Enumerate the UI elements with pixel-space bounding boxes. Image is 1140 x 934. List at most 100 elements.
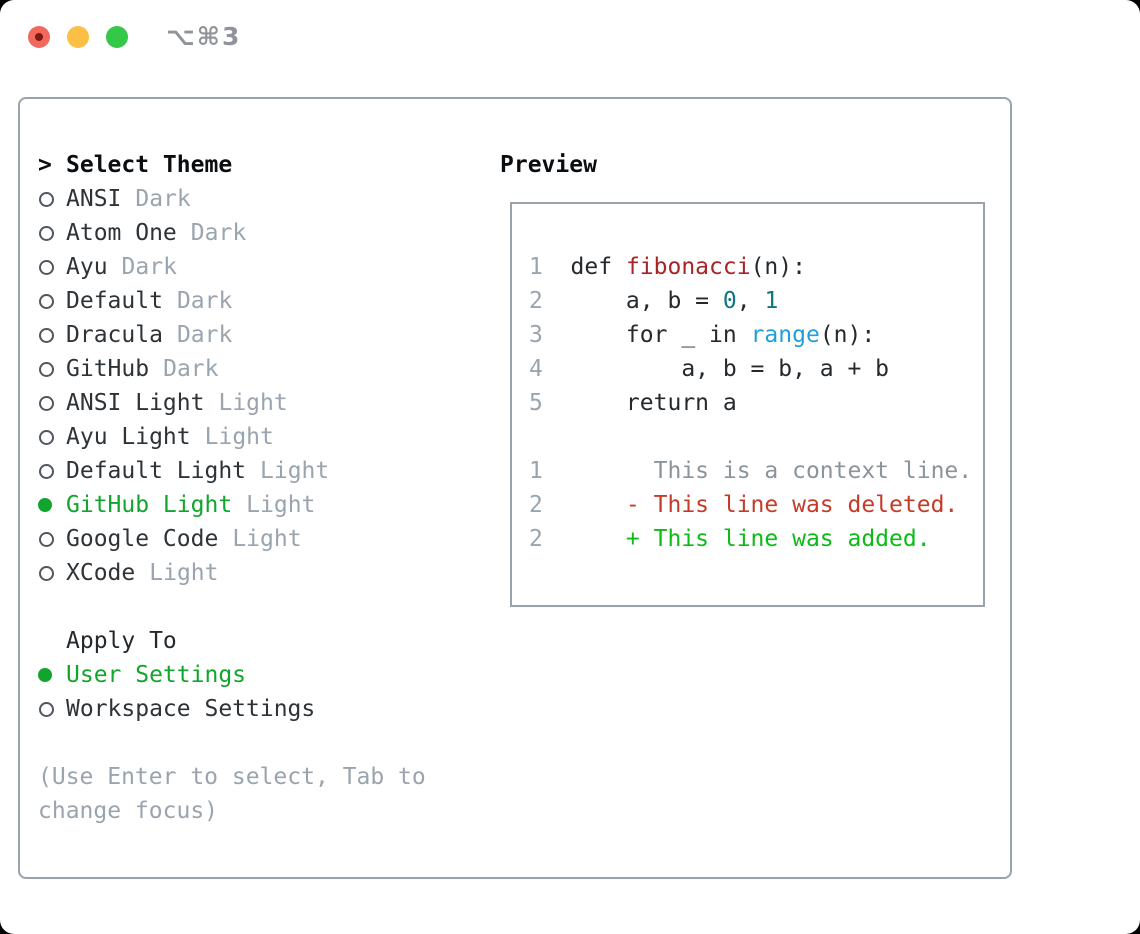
code-segment: fibonacci [625,254,751,280]
theme-name: Google Code [66,526,219,552]
theme-variant-tag: Light [204,424,274,450]
code-segment: + This line was added. [570,526,931,552]
theme-item-default[interactable]: Default Dark [38,284,483,318]
radio-marker [38,225,66,241]
code-segment: a, b = b, a + b [570,356,890,382]
code-line: 2 a, b = 0, 1 [529,284,983,318]
theme-item-xcode[interactable]: XCode Light [38,556,483,590]
theme-name: Dracula [66,322,163,348]
apply-option-user-settings[interactable]: User Settings [38,658,483,692]
code-line: 1 This is a context line. [529,454,983,488]
theme-name: Default [66,288,163,314]
radio-icon [39,429,54,445]
theme-variant-tag: Light [218,390,288,416]
radio-icon [39,395,54,411]
window-title: ⌥⌘3 [166,22,242,51]
close-button-icon[interactable] [28,26,50,48]
theme-name: ANSI Light [66,390,205,416]
line-number: 5 [529,390,571,416]
selector-header-row: > Select Theme [38,148,483,182]
radio-icon [39,225,54,241]
spacer [38,590,483,624]
theme-name: GitHub Light [66,492,233,518]
theme-item-atom-one[interactable]: Atom One Dark [38,216,483,250]
theme-variant-tag: Light [149,560,219,586]
code-line: 4 a, b = b, a + b [529,352,983,386]
theme-variant-tag: Dark [135,186,191,212]
theme-name: XCode [66,560,136,586]
code-segment: 0 [722,288,737,314]
code-line: 5 return a [529,386,983,420]
radio-icon [39,361,54,377]
radio-icon [39,327,54,343]
line-number: 2 [529,492,571,518]
hint-text: (Use Enter to select, Tab to change focu… [38,764,426,824]
radio-marker [38,395,66,411]
selector-header: Select Theme [66,152,233,178]
radio-marker [38,293,66,309]
radio-selected-icon [38,498,52,512]
preview-header: Preview [500,152,597,178]
radio-icon [39,531,54,547]
theme-item-google-code[interactable]: Google Code Light [38,522,483,556]
theme-variant-tag: Dark [190,220,247,246]
code-segment: for _ in [570,322,751,348]
line-number: 2 [529,288,571,314]
code-segment: return a [570,390,737,416]
apply-option-label: Workspace Settings [66,696,316,722]
code-segment: , [736,288,765,314]
code-line: 3 for _ in range(n): [529,318,983,352]
radio-selected-icon [38,668,52,682]
code-segment: def [570,254,626,280]
radio-marker [38,531,66,547]
theme-name: ANSI [66,186,122,212]
theme-variant-tag: Light [260,458,330,484]
radio-marker [38,668,66,682]
code-line: 1 def fibonacci(n): [529,250,983,284]
apply-to-header: Apply To [66,628,177,654]
theme-variant-tag: Dark [176,322,233,348]
theme-item-ansi-light[interactable]: ANSI Light Light [38,386,483,420]
radio-marker [38,429,66,445]
theme-variant-tag: Light [232,526,302,552]
radio-icon [39,191,54,207]
cursor-icon: > [38,152,52,178]
titlebar: ⌥⌘3 [0,0,1140,74]
code-line: 2 - This line was deleted. [529,488,983,522]
code-segment: range [750,322,820,348]
theme-item-dracula[interactable]: Dracula Dark [38,318,483,352]
theme-name: GitHub [66,356,150,382]
code-line: 2 + This line was added. [529,522,983,556]
theme-item-ansi[interactable]: ANSI Dark [38,182,483,216]
theme-name: Atom One [66,220,177,246]
theme-item-github[interactable]: GitHub Dark [38,352,483,386]
apply-option-label: User Settings [66,662,247,688]
radio-icon [39,701,54,717]
radio-marker [38,498,66,512]
zoom-button-icon[interactable] [106,26,128,48]
theme-item-default-light[interactable]: Default Light Light [38,454,483,488]
code-segment: (n): [750,254,806,280]
code-segment: 1 [764,288,779,314]
theme-variant-tag: Dark [163,356,219,382]
line-number [529,424,571,450]
line-number: 1 [529,254,571,280]
line-number: 3 [529,322,571,348]
radio-icon [39,565,54,581]
radio-marker [38,463,66,479]
radio-icon [39,463,54,479]
traffic-lights [28,26,128,48]
minimize-button-icon[interactable] [67,26,89,48]
theme-name: Default Light [66,458,247,484]
code-segment: a, b = [570,288,723,314]
theme-variant-tag: Dark [176,288,233,314]
theme-variant-tag: Dark [121,254,177,280]
apply-option-workspace-settings[interactable]: Workspace Settings [38,692,483,726]
